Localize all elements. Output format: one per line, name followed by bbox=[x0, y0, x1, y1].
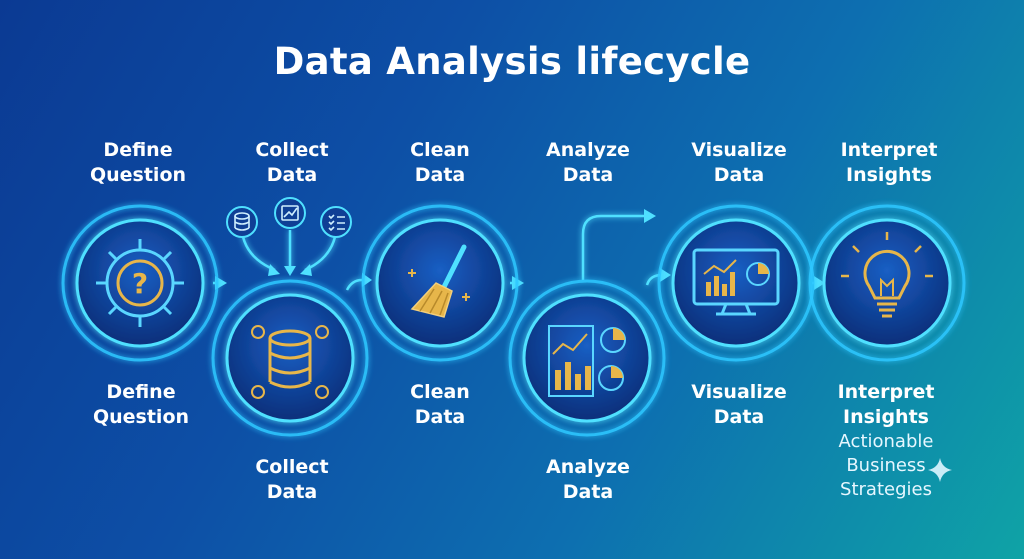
question-gear-icon: ? bbox=[96, 239, 184, 327]
step-visualize bbox=[657, 204, 815, 362]
broom-icon bbox=[408, 244, 470, 318]
lightbulb-icon bbox=[841, 232, 933, 318]
svg-text:?: ? bbox=[132, 267, 148, 300]
page-title: Data Analysis lifecycle bbox=[273, 40, 751, 83]
monitor-chart-icon bbox=[692, 248, 780, 316]
analytics-charts-icon bbox=[548, 325, 626, 397]
database-mini-icon bbox=[234, 212, 250, 231]
step-interpret bbox=[808, 204, 966, 362]
step-clean bbox=[361, 204, 519, 362]
chart-mini-icon bbox=[281, 205, 299, 221]
sparkle-icon bbox=[928, 458, 952, 482]
checklist-mini-icon bbox=[328, 214, 345, 232]
step-analyze bbox=[508, 279, 666, 437]
database-icon bbox=[251, 325, 329, 399]
step-define bbox=[61, 204, 219, 362]
